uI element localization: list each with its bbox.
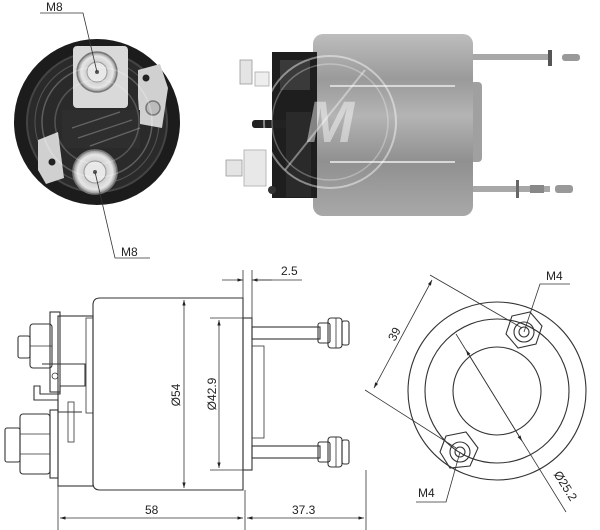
bottom-m4-label: M4	[418, 486, 435, 500]
watermark-logo: M	[306, 90, 356, 155]
top-m8-label: M8	[46, 0, 63, 14]
body-diameter-dim: Ø54	[169, 383, 183, 406]
solenoid-can	[313, 34, 473, 216]
middle-circle	[424, 318, 570, 464]
stud-length-dim: 37.3	[292, 503, 316, 517]
bore-diameter-dim: Ø25.2	[551, 468, 580, 503]
top-stud-nut	[505, 311, 543, 349]
bottom-m8-label: M8	[121, 245, 138, 259]
top-m8-callout: M8	[40, 0, 98, 73]
stud-spacing-dim: 39	[385, 325, 404, 344]
flange-outline	[242, 317, 253, 471]
side-view-photo: M	[225, 34, 580, 216]
outer-circle	[407, 301, 587, 481]
bottom-m8-callout: M8	[94, 171, 150, 259]
left-tab	[38, 132, 64, 184]
bottom-stud-nut	[439, 431, 479, 469]
solenoid-body-outline	[92, 297, 244, 491]
bore-circle	[452, 346, 542, 436]
flange-thickness-dim: 2.5	[281, 264, 298, 278]
end-view-photo	[14, 39, 180, 205]
body-length-dim: 58	[145, 503, 159, 517]
end-dimension-drawing: 39 Ø25.2 M4 M4	[364, 269, 587, 513]
watermark-ring	[263, 55, 397, 189]
top-m4-label: M4	[546, 269, 563, 283]
flange-diameter-dim: Ø42.9	[205, 377, 219, 410]
side-dimension-drawing: Ø54 Ø42.9 2.5 58 37.3	[4, 264, 367, 530]
